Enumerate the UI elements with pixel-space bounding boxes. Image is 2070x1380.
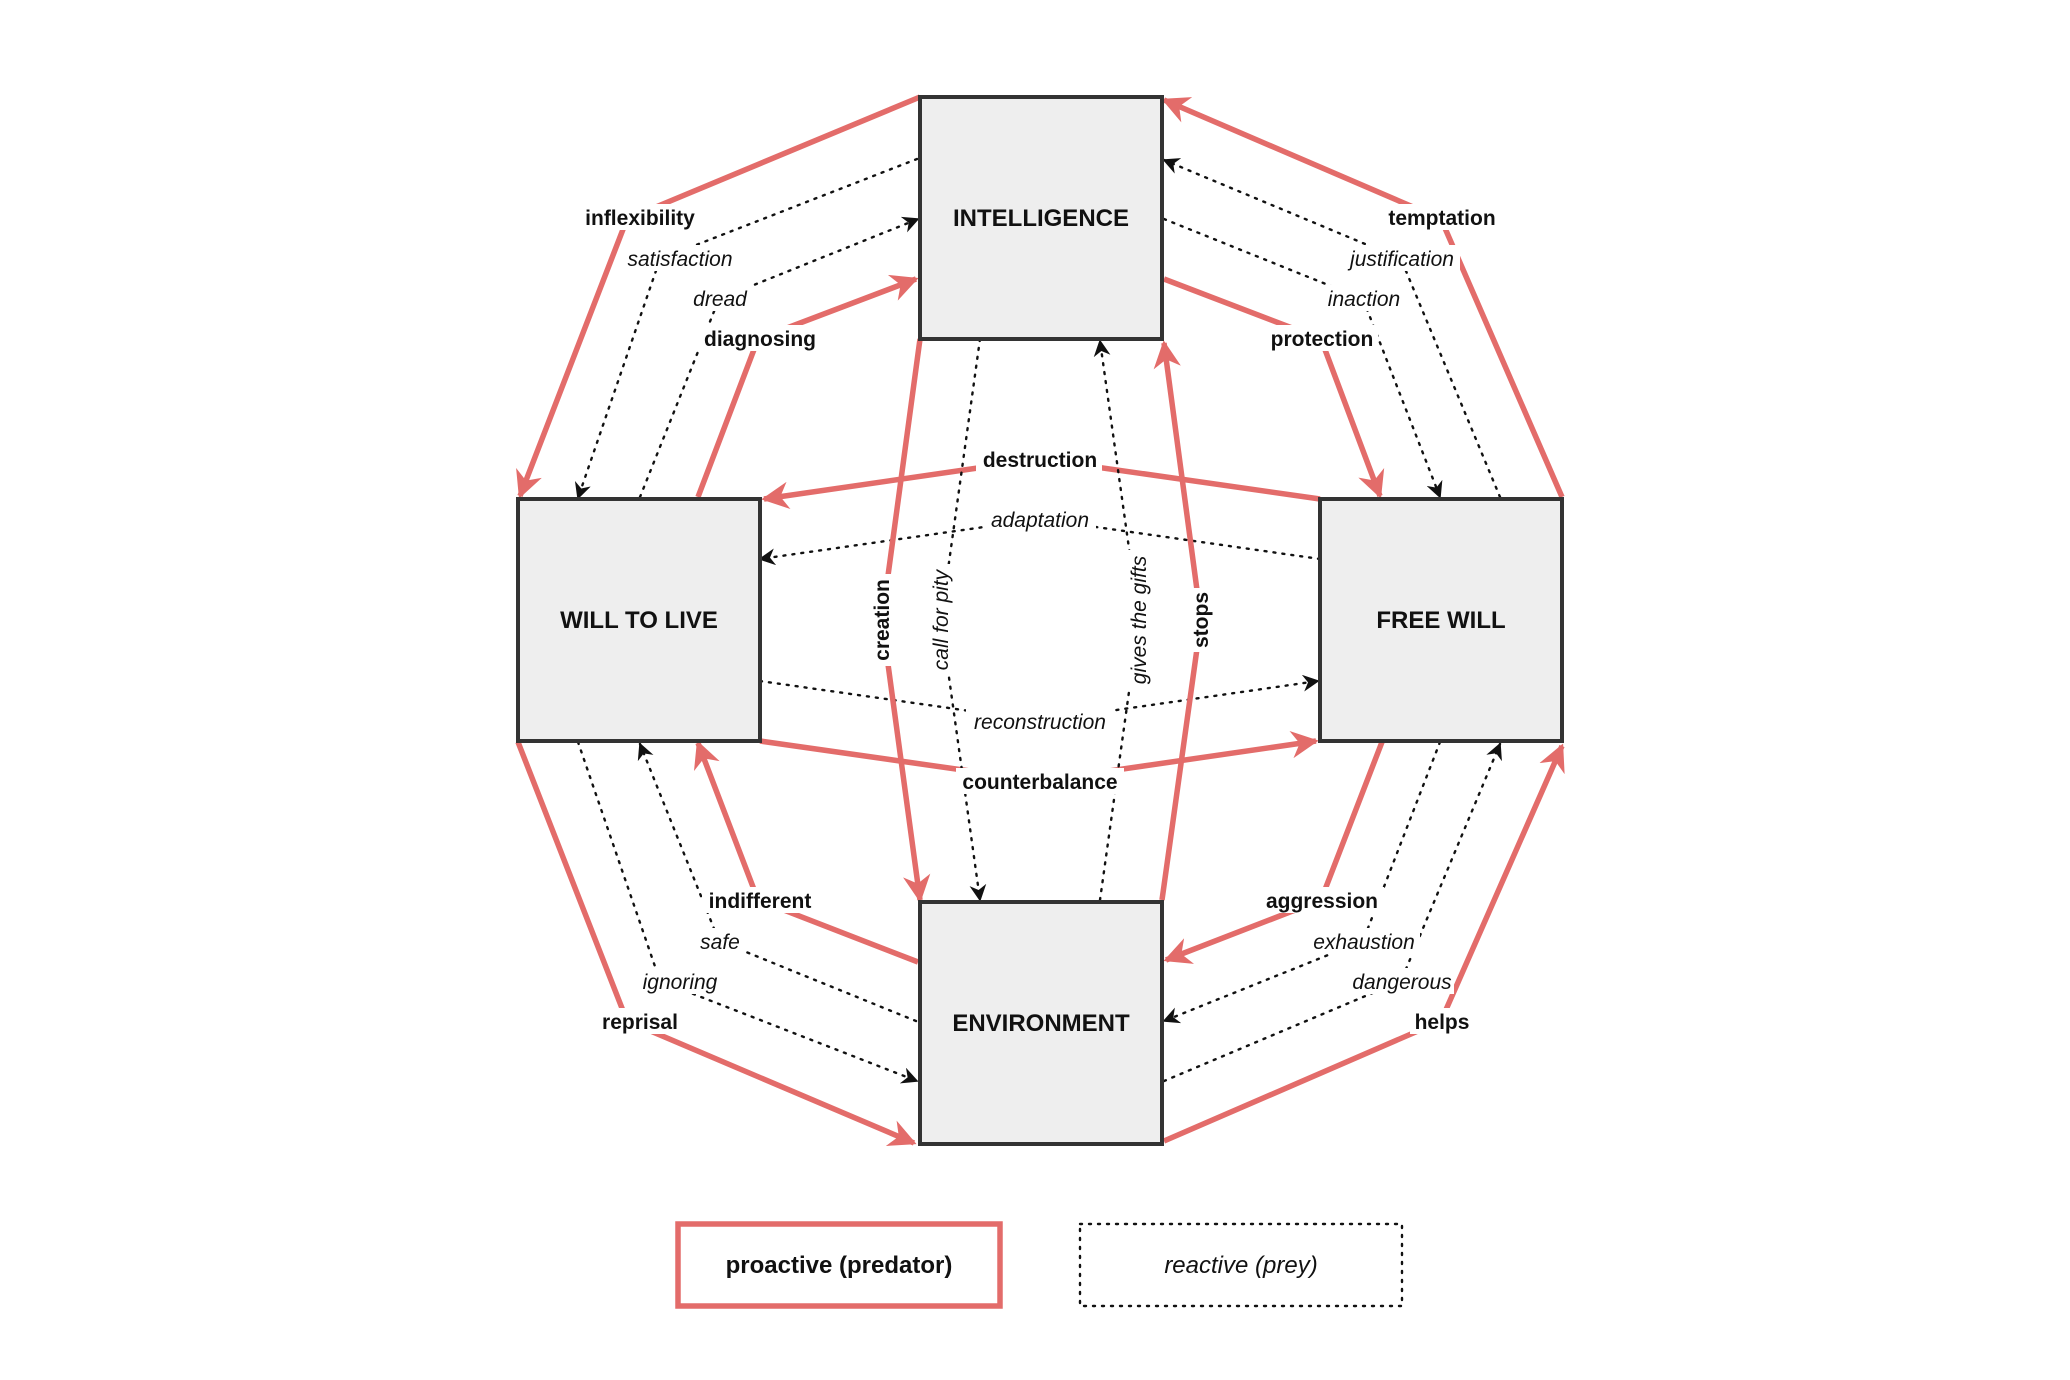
label-protection: protection [1271, 328, 1374, 351]
label-adaptation: adaptation [991, 509, 1089, 532]
edge-gives-the-gifts [1093, 339, 1141, 902]
label-dread: dread [693, 288, 748, 311]
label-helps: helps [1415, 1011, 1470, 1034]
edge-exhaustion [1162, 740, 1442, 1024]
label-reprisal: reprisal [602, 1011, 678, 1034]
label-temptation: temptation [1388, 207, 1495, 230]
node-will-to-live-label: WILL TO LIVE [560, 607, 718, 634]
label-safe: safe [700, 931, 740, 954]
node-free-will[interactable]: FREE WILL [1318, 497, 1564, 743]
label-call-for-pity: call for pity [930, 568, 953, 670]
node-free-will-label: FREE WILL [1376, 607, 1505, 634]
label-diagnosing: diagnosing [704, 328, 816, 351]
legend-proactive-label: proactive (predator) [726, 1252, 953, 1279]
edge-aggression [1163, 741, 1385, 964]
edge-dread [638, 216, 920, 499]
edge-safe [637, 742, 918, 1023]
node-environment-label: ENVIRONMENT [952, 1010, 1130, 1037]
label-gives-the-gifts: gives the gifts [1128, 555, 1151, 684]
label-reconstruction: reconstruction [974, 711, 1106, 734]
node-environment[interactable]: ENVIRONMENT [918, 900, 1164, 1146]
nodes: INTELLIGENCE WILL TO LIVE FREE WILL ENVI… [516, 95, 1564, 1146]
label-counterbalance: counterbalance [962, 771, 1117, 794]
label-inflexibility: inflexibility [585, 207, 695, 230]
label-dangerous: dangerous [1352, 971, 1452, 994]
node-intelligence-label: INTELLIGENCE [953, 205, 1129, 232]
edge-protection [1163, 276, 1385, 499]
label-satisfaction: satisfaction [627, 248, 732, 271]
node-will-to-live[interactable]: WILL TO LIVE [516, 497, 762, 743]
label-justification: justification [1347, 248, 1454, 271]
label-ignoring: ignoring [643, 971, 718, 994]
label-stops: stops [1190, 592, 1213, 648]
edge-satisfaction [574, 157, 919, 500]
edge-reconstruction [758, 674, 1320, 723]
legend-reactive: reactive (prey) [1078, 1222, 1404, 1308]
label-exhaustion: exhaustion [1313, 931, 1415, 954]
label-destruction: destruction [983, 449, 1097, 472]
legend-proactive: proactive (predator) [675, 1221, 1003, 1309]
label-inaction: inaction [1328, 288, 1400, 311]
edge-labels: inflexibility satisfaction dread diagnos… [582, 204, 1500, 1034]
label-indifferent: indifferent [709, 890, 812, 913]
node-intelligence[interactable]: INTELLIGENCE [918, 95, 1164, 341]
label-creation: creation [871, 579, 894, 661]
legend: proactive (predator) reactive (prey) [675, 1221, 1404, 1309]
edge-diagnosing [695, 274, 919, 498]
edge-inaction [1162, 217, 1443, 499]
legend-reactive-label: reactive (prey) [1164, 1252, 1317, 1279]
label-aggression: aggression [1266, 890, 1378, 913]
